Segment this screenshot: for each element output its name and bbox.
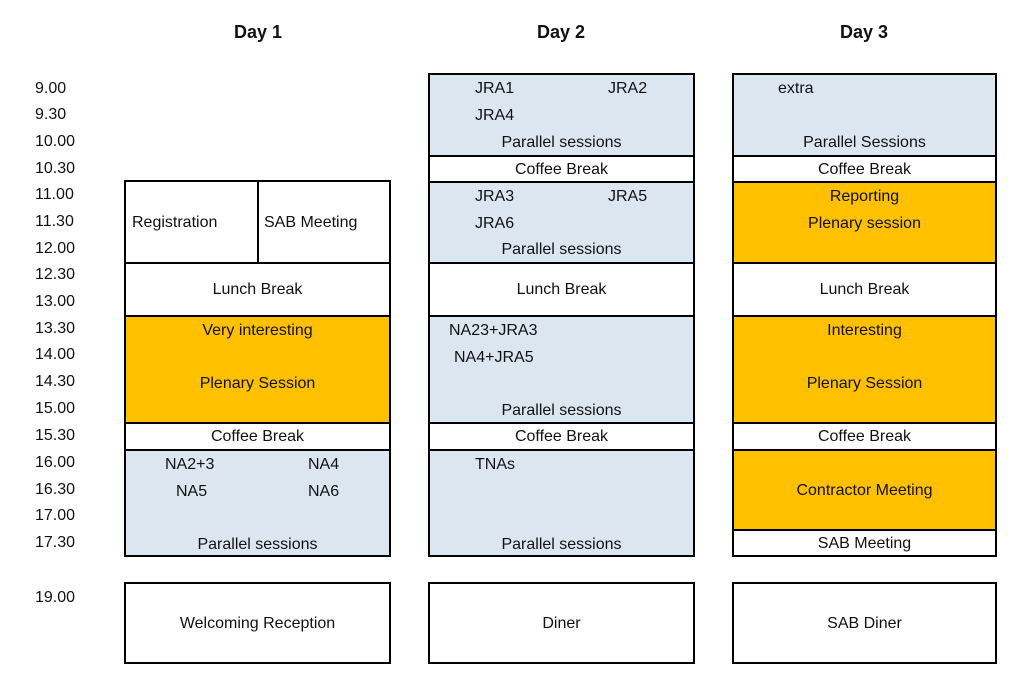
time-label: 9.30 [35,106,67,123]
time-label: 14.00 [35,346,76,363]
day2-afternoon-block: NA23+JRA3 NA4+JRA5 Parallel sessions [428,315,695,424]
time-label: 10.00 [35,133,76,150]
time-label: 13.30 [35,320,76,337]
session-item: NA5 [176,483,208,500]
day3-contractor-block: Contractor Meeting [732,449,997,531]
time-label: 10.30 [35,160,76,177]
parallel-label: Parallel sessions [197,536,318,553]
session-item: extra [778,80,814,97]
session-item: NA4 [308,456,340,473]
parallel-label: Parallel sessions [501,402,622,419]
session-item: TNAs [475,456,515,473]
time-label: 12.00 [35,240,76,257]
day2-coffee-block-1: Coffee Break [428,155,695,183]
reporting-title: Reporting [829,188,900,205]
registration-label: Registration [132,214,218,231]
day1-lunch-block: Lunch Break [124,262,391,317]
parallel-label: Parallel Sessions [803,134,926,151]
coffee-label: Coffee Break [817,161,912,178]
session-item: JRA1 [475,80,515,97]
time-label: 14.30 [35,373,76,390]
coffee-label: Coffee Break [817,428,912,445]
parallel-label: Parallel sessions [501,134,622,151]
day-header-2: Day 2 [536,22,586,42]
day3-reporting-block: Reporting Plenary session [732,181,997,264]
coffee-label: Coffee Break [210,428,305,445]
contractor-label: Contractor Meeting [796,482,933,499]
session-item: NA23+JRA3 [449,322,538,339]
plenary-label: Plenary Session [199,375,316,392]
day1-coffee-block: Coffee Break [124,422,391,451]
block-divider [257,182,259,262]
session-item: NA4+JRA5 [454,349,534,366]
time-label: 17.30 [35,534,76,551]
day3-coffee-block-1: Coffee Break [732,155,997,183]
plenary-title: Interesting [827,322,902,339]
day2-lunch-block: Lunch Break [428,262,695,317]
time-label: 13.00 [35,293,76,310]
session-item: JRA4 [475,107,515,124]
day2-coffee-block-2: Coffee Break [428,422,695,451]
day3-lunch-block: Lunch Break [732,262,997,317]
parallel-label: Parallel sessions [501,241,622,258]
day-header-1: Day 1 [233,22,283,42]
time-label: 12.30 [35,266,76,283]
plenary-label: Plenary Session [806,375,923,392]
lunch-label: Lunch Break [819,281,910,298]
day2-late-morning-block: JRA3 JRA5 JRA6 Parallel sessions [428,181,695,264]
day3-sab-meeting-block: SAB Meeting [732,529,997,557]
coffee-label: Coffee Break [514,428,609,445]
day-header-3: Day 3 [839,22,889,42]
evening-label: SAB Diner [827,615,902,632]
time-label: 19.00 [35,589,76,606]
sab-meeting-label: SAB Meeting [817,535,912,552]
day2-evening-block: Diner [428,582,695,664]
session-item: NA6 [308,483,340,500]
day3-plenary-block: Interesting Plenary Session [732,315,997,424]
day1-registration-block: Registration SAB Meeting [124,180,391,264]
evening-label: Diner [542,615,581,632]
plenary-label: Plenary session [808,215,921,232]
day2-morning-block: JRA1 JRA2 JRA4 Parallel sessions [428,73,695,157]
day1-parallel-block: NA2+3 NA4 NA5 NA6 Parallel sessions [124,449,391,557]
time-label: 15.00 [35,400,76,417]
time-label: 17.00 [35,507,76,524]
session-item: NA2+3 [165,456,215,473]
day3-coffee-block-2: Coffee Break [732,422,997,451]
day2-late-afternoon-block: TNAs Parallel sessions [428,449,695,557]
lunch-label: Lunch Break [516,281,607,298]
time-label: 16.30 [35,481,76,498]
sab-meeting-label: SAB Meeting [264,214,358,231]
session-item: JRA2 [608,80,648,97]
plenary-title: Very interesting [202,322,313,339]
time-label: 9.00 [35,80,67,97]
time-label: 15.30 [35,427,76,444]
lunch-label: Lunch Break [212,281,303,298]
session-item: JRA6 [475,215,515,232]
time-label: 11.00 [35,186,74,203]
coffee-label: Coffee Break [514,161,609,178]
session-item: JRA3 [475,188,515,205]
session-item: JRA5 [608,188,648,205]
evening-label: Welcoming Reception [179,615,336,632]
day1-evening-block: Welcoming Reception [124,582,391,664]
time-label: 16.00 [35,454,76,471]
day3-evening-block: SAB Diner [732,582,997,664]
time-label: 11.30 [35,213,74,230]
parallel-label: Parallel sessions [501,536,622,553]
day3-morning-block: extra Parallel Sessions [732,73,997,157]
day1-plenary-block: Very interesting Plenary Session [124,315,391,424]
